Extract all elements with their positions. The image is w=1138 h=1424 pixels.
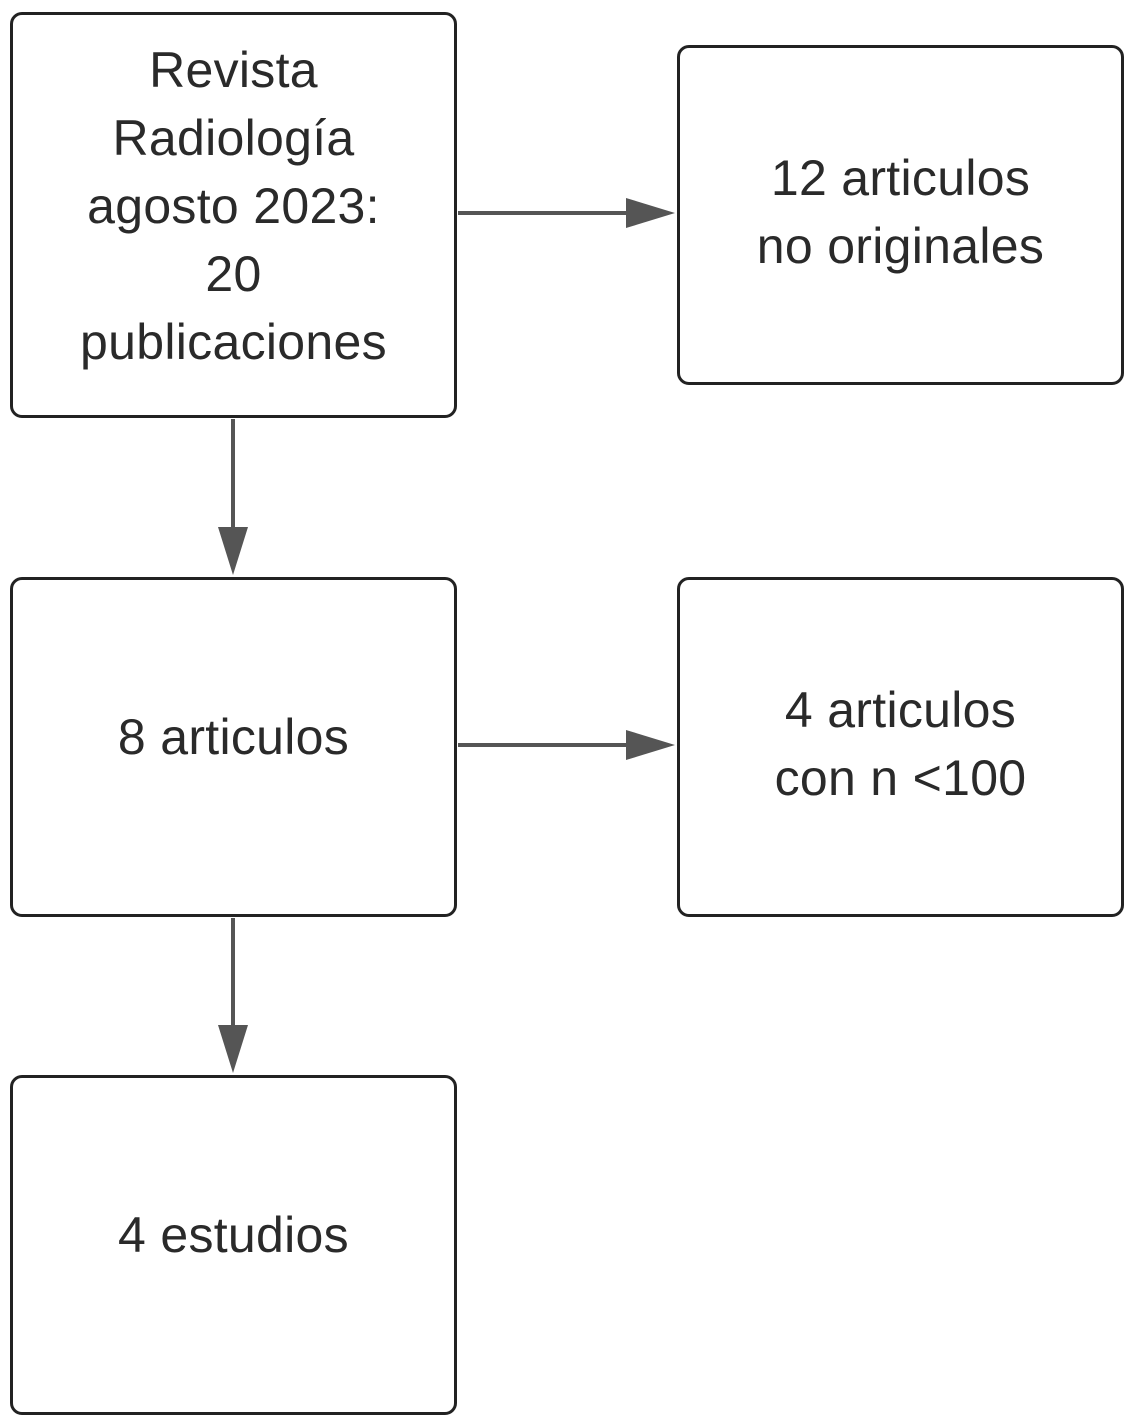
final-box-text: 4 estudios <box>118 1201 349 1269</box>
middle-box-line: 8 articulos <box>117 709 350 765</box>
arrow-middle-to-final-head <box>218 1025 248 1073</box>
source-box-line: Radiología <box>112 110 355 166</box>
excluded-box-2: 4 articulos con n <100 <box>677 577 1124 917</box>
final-box: 4 estudios <box>10 1075 457 1415</box>
middle-box: 8 articulos <box>10 577 457 917</box>
source-box-line: publicaciones <box>80 314 387 370</box>
excluded-box-1: 12 articulos no originales <box>677 45 1124 385</box>
final-box-line: 4 estudios <box>118 1207 349 1263</box>
excluded-box-2-text: 4 articulos con n <100 <box>775 676 1027 812</box>
arrow-middle-to-excluded-2-head <box>626 730 675 760</box>
excluded-box-1-line: 12 articulos <box>770 150 1031 206</box>
source-box-line: 20 <box>205 246 262 302</box>
middle-box-text: 8 articulos <box>118 703 349 771</box>
excluded-box-2-line: con n <100 <box>774 750 1027 806</box>
source-box-line: agosto 2023: <box>87 178 380 234</box>
arrow-source-to-excluded-1-head <box>626 198 675 228</box>
source-box-text: Revista Radiología agosto 2023: 20 publi… <box>80 36 387 376</box>
source-box-line: Revista <box>149 42 318 98</box>
excluded-box-2-line: 4 articulos <box>784 682 1017 738</box>
source-box: Revista Radiología agosto 2023: 20 publi… <box>10 12 457 418</box>
excluded-box-1-text: 12 articulos no originales <box>757 144 1044 280</box>
arrow-source-to-middle-head <box>218 527 248 575</box>
excluded-box-1-line: no originales <box>756 218 1045 274</box>
